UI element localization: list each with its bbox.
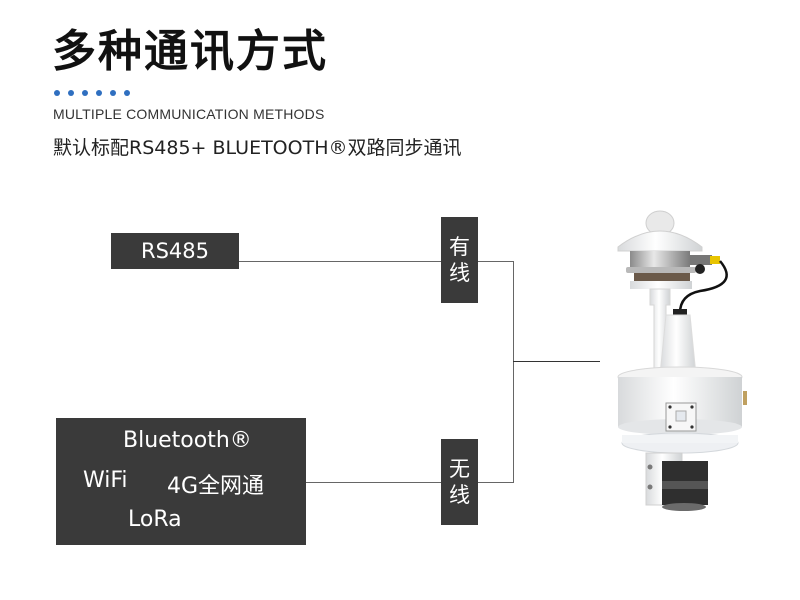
dot-icon: [82, 90, 88, 96]
rs485-connector: [239, 261, 441, 262]
vertical-connector: [513, 261, 514, 483]
wireless-label: 无 线: [441, 439, 478, 525]
dot-icon: [96, 90, 102, 96]
wifi-option: WiFi: [83, 468, 128, 493]
subtitle-english: MULTIPLE COMMUNICATION METHODS: [53, 106, 325, 122]
wireless-label-char: 线: [449, 483, 470, 507]
wireless-options-connector: [306, 482, 441, 483]
bluetooth-option: Bluetooth®: [123, 428, 252, 453]
wired-label-char: 有: [449, 235, 470, 259]
dot-icon: [124, 90, 130, 96]
wired-connector: [478, 261, 513, 262]
wireless-label-char: 无: [449, 457, 470, 481]
weather-station-icon: [617, 210, 747, 511]
dot-icon: [110, 90, 116, 96]
subtitle-chinese: 默认标配RS485+ BLUETOOTH®双路同步通讯: [53, 137, 462, 159]
device-connector: [513, 361, 600, 362]
page-title: 多种通讯方式: [52, 26, 328, 77]
rs485-option: RS485: [111, 233, 239, 269]
wired-label-char: 线: [449, 261, 470, 285]
lora-option: LoRa: [128, 507, 182, 532]
wireless-options-box: Bluetooth® WiFi 4G全网通 LoRa: [56, 418, 306, 545]
4g-option: 4G全网通: [167, 474, 265, 499]
decorative-dots: [54, 90, 130, 96]
dot-icon: [68, 90, 74, 96]
wired-label: 有 线: [441, 217, 478, 303]
wireless-connector: [478, 482, 513, 483]
dot-icon: [54, 90, 60, 96]
